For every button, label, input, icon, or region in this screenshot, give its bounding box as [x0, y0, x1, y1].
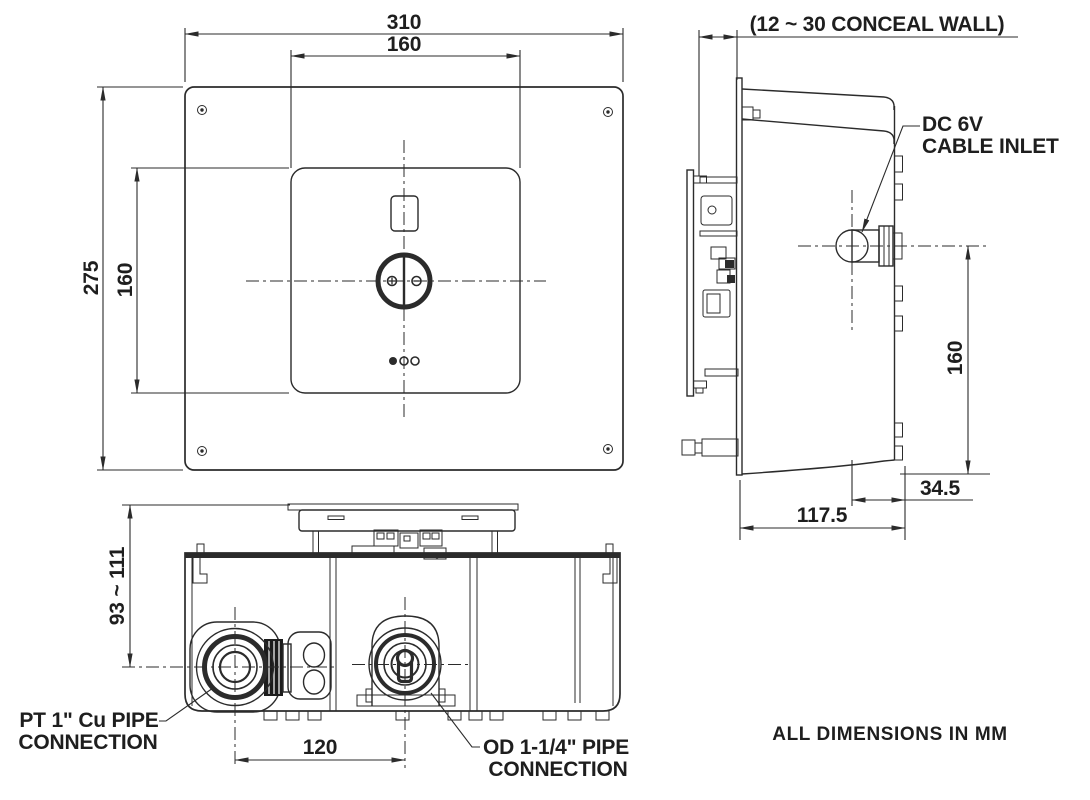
dim-conceal-wall: (12 ~ 30 CONCEAL WALL) — [698, 13, 1018, 176]
right-pipe-label-line1: OD 1-1/4" PIPE — [483, 736, 629, 759]
cable-inlet-label: DC 6V CABLE INLET — [861, 113, 1059, 233]
front-outer-plate — [184, 86, 624, 471]
left-pipe-label: PT 1" Cu PIPE CONNECTION — [18, 687, 214, 754]
cable-inlet-label-line1: DC 6V — [922, 113, 983, 136]
side-faceplate — [686, 169, 707, 397]
right-pipe-leader — [430, 692, 480, 748]
side-box-body — [735, 77, 903, 476]
corner-screw-icon — [603, 444, 613, 454]
dim-front-faceplate-width: 160 — [290, 33, 521, 168]
pipe-spacing-value: 120 — [303, 736, 337, 759]
side-mounting-hardware — [681, 176, 739, 457]
inlet-height-value: 160 — [944, 341, 967, 375]
side-view: (12 ~ 30 CONCEAL WALL) — [681, 13, 1059, 540]
front-view: 310 160 275 160 — [80, 11, 624, 471]
corner-screw-icon — [603, 107, 613, 117]
dim-inlet-height: 160 — [900, 245, 990, 475]
corner-screw-icon — [197, 446, 207, 456]
bottom-faceplate-edge — [287, 503, 519, 553]
front-overall-width-value: 310 — [387, 11, 421, 34]
dim-inlet-offset: 34.5 — [851, 460, 973, 540]
front-indicator-dots — [389, 356, 420, 366]
bottom-left-pipe — [122, 607, 338, 768]
mounting-depth-value: 93 ~ 111 — [106, 546, 129, 625]
body-depth-value: 117.5 — [797, 504, 848, 527]
front-sensor-window — [390, 195, 419, 232]
front-corner-screws — [197, 105, 613, 456]
bottom-view: 93 ~ 111 120 PT 1" Cu PIPE CONNECTION OD… — [18, 503, 629, 781]
left-pipe-label-line1: PT 1" Cu PIPE — [19, 709, 158, 732]
bottom-corner-screw-right — [602, 543, 618, 584]
right-pipe-label: OD 1-1/4" PIPE CONNECTION — [430, 692, 629, 781]
corner-screw-icon — [197, 105, 207, 115]
cable-inlet-leader — [861, 125, 920, 233]
front-faceplate-width-value: 160 — [387, 33, 421, 56]
bottom-feet — [263, 710, 610, 721]
cable-inlet-label-line2: CABLE INLET — [922, 135, 1059, 158]
left-pipe-label-line2: CONNECTION — [18, 731, 157, 754]
inlet-offset-value: 34.5 — [920, 477, 961, 500]
left-pipe-leader — [159, 687, 214, 722]
dim-front-overall-width: 310 — [184, 11, 624, 82]
dim-pipe-spacing: 120 — [234, 736, 406, 763]
dimensions-note: ALL DIMENSIONS IN MM — [772, 724, 1007, 745]
dim-front-overall-height: 275 — [80, 86, 183, 471]
bottom-center-pipe — [352, 597, 470, 768]
conceal-wall-note: (12 ~ 30 CONCEAL WALL) — [750, 13, 1005, 36]
dim-front-faceplate-height: 160 — [114, 167, 289, 394]
front-overall-height-value: 275 — [80, 260, 103, 295]
side-cable-gland — [798, 190, 986, 330]
front-spout-circle — [375, 252, 433, 310]
dim-mounting-depth: 93 ~ 111 — [106, 504, 290, 668]
bottom-box-body — [184, 543, 621, 721]
right-pipe-label-line2: CONNECTION — [488, 758, 627, 781]
bottom-corner-screw-left — [192, 543, 208, 584]
dim-body-depth: 117.5 — [739, 480, 906, 540]
side-clips — [894, 155, 903, 461]
front-faceplate-height-value: 160 — [114, 263, 137, 297]
